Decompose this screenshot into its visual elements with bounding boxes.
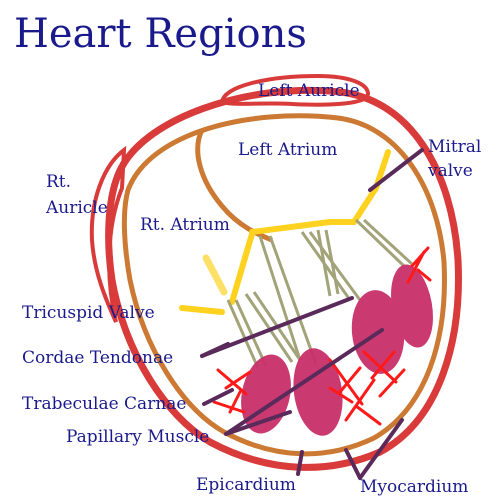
- epicardium-outer-wall: [105, 86, 462, 471]
- label-rt-auricle-line1: Rt.: [46, 172, 71, 192]
- label-left-auricle: Left Auricle: [258, 81, 360, 101]
- label-rt-auricle-line2: Auricle: [45, 198, 108, 218]
- leader-lines: [200, 148, 424, 480]
- label-left-atrium: Left Atrium: [238, 140, 337, 160]
- label-rt-atrium: Rt. Atrium: [140, 215, 230, 235]
- tricuspid-valve: [179, 231, 255, 315]
- label-myocardium: Myocardium: [360, 477, 468, 497]
- atrial-septum: [195, 128, 273, 243]
- mitral-valve: [249, 149, 391, 235]
- left-auricle-shape: [219, 73, 371, 107]
- label-trabeculae-carnae: Trabeculae Carnae: [22, 394, 186, 414]
- diagram-title: Heart Regions: [14, 11, 307, 57]
- label-mitral-valve-line2: valve: [427, 161, 473, 181]
- trabeculae-carnae: [212, 246, 432, 426]
- label-cordae-tendonae: Cordae Tendonae: [22, 348, 173, 368]
- inner-wall: [121, 113, 447, 457]
- label-tricuspid-valve: Tricuspid Valve: [22, 303, 155, 323]
- cordae-tendonae-strands: [226, 218, 414, 369]
- label-papillary-muscle: Papillary Muscle: [66, 427, 209, 447]
- label-mitral-valve-line1: Mitral: [428, 137, 481, 157]
- label-epicardium: Epicardium: [196, 475, 296, 495]
